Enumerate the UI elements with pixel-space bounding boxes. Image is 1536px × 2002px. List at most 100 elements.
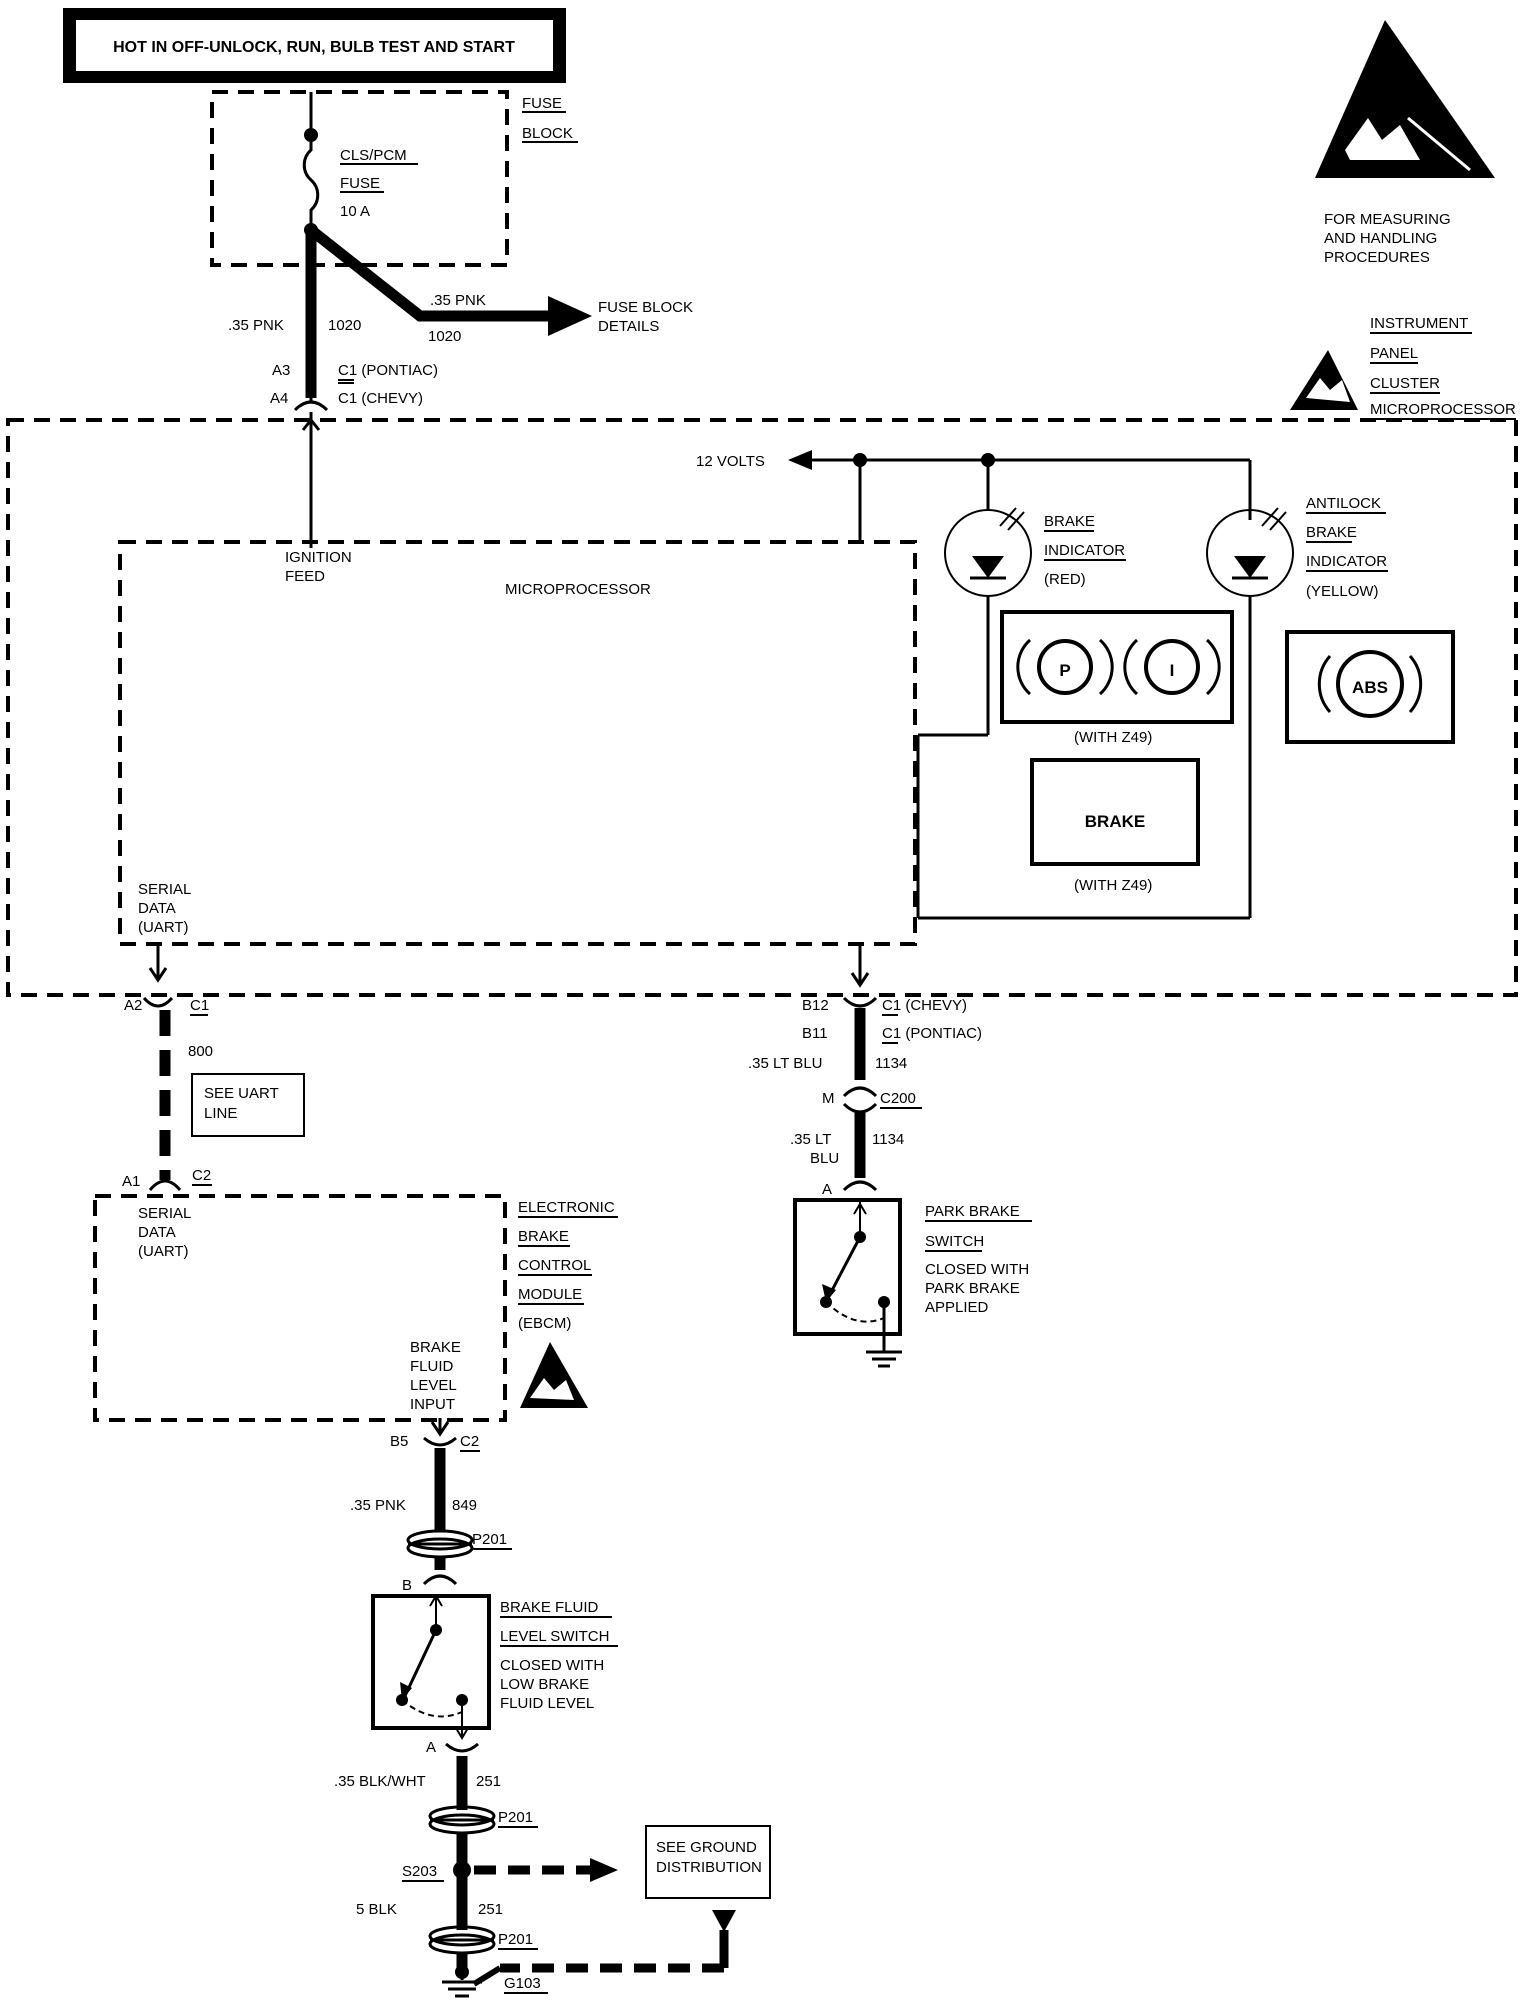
ebcm-pin-b5: B5	[390, 1433, 408, 1450]
brake-ind-2: INDICATOR	[1044, 542, 1125, 559]
fl-pin-a: A	[426, 1739, 436, 1756]
pb-switch-2: SWITCH	[925, 1233, 984, 1250]
ebcm-box: SERIAL DATA (UART) ELECTRONIC BRAKE CONT…	[93, 1194, 618, 1452]
cluster-box: INSTRUMENT PANEL CLUSTER MICROPROCESSOR …	[6, 315, 1518, 997]
fl-circuit-3: 251	[478, 1901, 503, 1918]
with-z49-1: (WITH Z49)	[1074, 729, 1152, 746]
branch-dest-2: DETAILS	[598, 318, 659, 335]
ebcm-title-5: (EBCM)	[518, 1315, 571, 1332]
ebcm-title-2: BRAKE	[518, 1228, 569, 1245]
fl-switch-3: CLOSED WITH	[500, 1657, 604, 1674]
fl-p201-c: P201	[498, 1931, 533, 1948]
volts-label: 12 VOLTS	[696, 453, 765, 470]
feed-pin-pontiac: A3	[272, 362, 290, 379]
uart-conn-top: C1	[190, 997, 209, 1014]
pb-conn-pontiac: C1 (PONTIAC)	[882, 1025, 982, 1042]
fuse-block-title-2: BLOCK	[522, 125, 573, 142]
feed-wire-gauge: .35 PNK	[228, 317, 284, 334]
esd-line-3: PROCEDURES	[1324, 249, 1430, 266]
uart-circuit: 800	[188, 1043, 213, 1060]
micro-serial-1: SERIAL	[138, 881, 191, 898]
ignition-label-2: FEED	[285, 568, 325, 585]
ebcm-esd-icon	[520, 1342, 588, 1408]
pb-circuit-2: 1134	[872, 1131, 904, 1148]
abs-ind-2: BRAKE	[1306, 524, 1357, 541]
pb-pin-m: M	[822, 1090, 835, 1107]
pb-pin-a: A	[822, 1181, 832, 1198]
cluster-title-3: CLUSTER	[1370, 375, 1440, 392]
pb-wire-2b: BLU	[810, 1150, 839, 1167]
park-brake-symbol-icon: P	[1016, 638, 1114, 696]
pb-switch-1: PARK BRAKE	[925, 1203, 1020, 1220]
pb-conn-chevy: C1 (CHEVY)	[882, 997, 967, 1014]
fuse-rating: 10 A	[340, 203, 370, 220]
micro-serial-2: DATA	[138, 900, 176, 917]
abs-ind-4: (YELLOW)	[1306, 583, 1379, 600]
p201-connector-icon	[428, 1805, 496, 1835]
brake-ind-3: (RED)	[1044, 571, 1086, 588]
uart-see-1: SEE UART	[204, 1085, 279, 1102]
fl-wire-2: .35 BLK/WHT	[334, 1773, 426, 1790]
pb-wire-1: .35 LT BLU	[748, 1055, 823, 1072]
symbol-i: I	[1170, 661, 1175, 680]
ebcm-fluid-2: FLUID	[410, 1358, 454, 1375]
with-z49-2: (WITH Z49)	[1074, 877, 1152, 894]
pb-circuit-1: 1134	[875, 1055, 907, 1072]
ebcm-serial-3: (UART)	[138, 1243, 189, 1260]
abs-ind-3: INDICATOR	[1306, 553, 1387, 570]
header-box: HOT IN OFF-UNLOCK, RUN, BULB TEST AND ST…	[63, 8, 566, 83]
uart-pin-top: A2	[124, 997, 142, 1014]
main-feed: .35 PNK 1020 A3 A4 C1 (PONTIAC) C1 (CHEV…	[228, 230, 438, 412]
p201-connector-icon	[406, 1529, 474, 1559]
fl-see-ground-1: SEE GROUND	[656, 1839, 757, 1856]
ebcm-fluid-3: LEVEL	[410, 1377, 457, 1394]
brake-warning-symbol-icon: I	[1123, 638, 1221, 696]
esd-line-2: AND HANDLING	[1324, 230, 1437, 247]
fl-wire-3: 5 BLK	[356, 1901, 397, 1918]
fl-p201-a: P201	[472, 1531, 507, 1548]
ebcm-conn-c2: C2	[460, 1433, 479, 1450]
pb-switch-3: CLOSED WITH	[925, 1261, 1029, 1278]
park-brake-circuit: B12 B11 C1 (CHEVY) C1 (PONTIAC) .35 LT B…	[748, 996, 1032, 1368]
ebcm-serial-1: SERIAL	[138, 1205, 191, 1222]
micro-serial-3: (UART)	[138, 919, 189, 936]
abs-symbol-icon: ABS	[1317, 650, 1423, 718]
branch-circuit: 1020	[428, 328, 461, 345]
feed-circuit: 1020	[328, 317, 361, 334]
fuse-block-title-1: FUSE	[522, 95, 562, 112]
fl-p201-b: P201	[498, 1809, 533, 1826]
pb-conn-c200: C200	[880, 1090, 916, 1107]
uart-link: A2 C1 800 SEE UART LINE A1 C2	[122, 996, 305, 1191]
feed-conn-chevy: C1 (CHEVY)	[338, 390, 423, 407]
fl-see-ground-2: DISTRIBUTION	[656, 1859, 762, 1876]
fl-ground: G103	[504, 1975, 541, 1992]
fuse-label-2: FUSE	[340, 175, 380, 192]
fl-switch-4: LOW BRAKE	[500, 1676, 589, 1693]
fuse-block: CLS/PCM FUSE 10 A FUSE BLOCK	[210, 90, 578, 267]
ebcm-title-4: MODULE	[518, 1286, 582, 1303]
fl-pin-b: B	[402, 1577, 412, 1594]
uart-conn-bottom: C2	[192, 1167, 211, 1184]
cluster-title-1: INSTRUMENT	[1370, 315, 1468, 332]
feed-pin-chevy: A4	[270, 390, 288, 407]
pb-switch-5: APPLIED	[925, 1299, 989, 1316]
cluster-title-4: MICROPROCESSOR	[1370, 401, 1516, 418]
fl-circuit-1: 849	[452, 1497, 477, 1514]
p201-connector-icon	[428, 1925, 496, 1955]
pb-switch-4: PARK BRAKE	[925, 1280, 1020, 1297]
pb-wire-2a: .35 LT	[790, 1131, 831, 1148]
ebcm-fluid-4: INPUT	[410, 1396, 455, 1413]
branch-dest-1: FUSE BLOCK	[598, 299, 693, 316]
brake-word: BRAKE	[1085, 812, 1145, 831]
esd-warning-icon	[1315, 20, 1495, 178]
fuse-label-1: CLS/PCM	[340, 147, 407, 164]
fluid-circuit: .35 PNK 849 P201 B BRAKE FLUID LEVEL SWI…	[334, 1448, 771, 1998]
ebcm-serial-2: DATA	[138, 1224, 176, 1241]
ignition-label-1: IGNITION	[285, 549, 352, 566]
pb-ground-icon	[866, 1345, 902, 1368]
fl-splice: S203	[402, 1863, 437, 1880]
fl-switch-2: LEVEL SWITCH	[500, 1628, 609, 1645]
ebcm-fluid-1: BRAKE	[410, 1339, 461, 1356]
ebcm-title-1: ELECTRONIC	[518, 1199, 615, 1216]
